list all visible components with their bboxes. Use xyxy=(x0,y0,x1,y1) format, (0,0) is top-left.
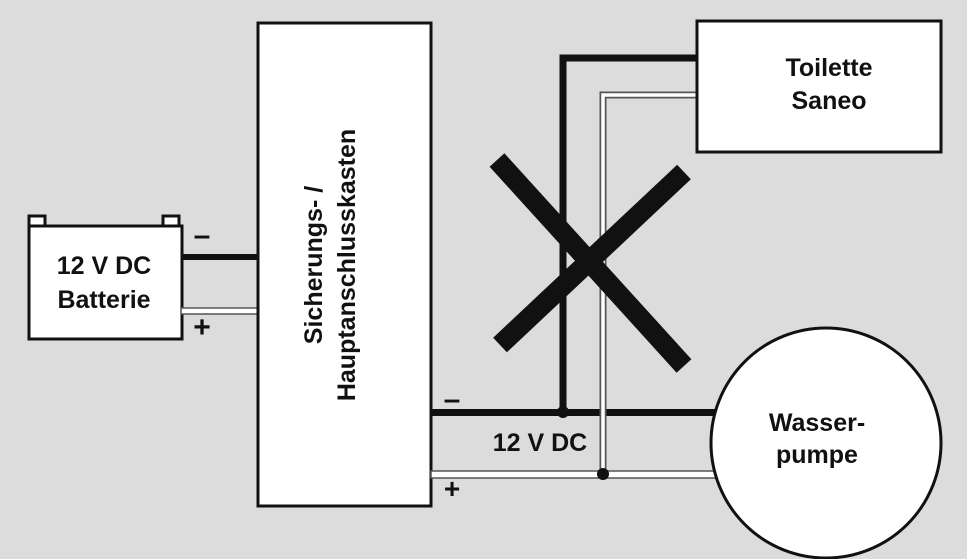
fuse-box-label-line2: Hauptanschlusskasten xyxy=(333,129,361,401)
battery-minus-wire xyxy=(181,254,259,260)
pump-label-line2: pumpe xyxy=(776,441,858,469)
toilet-plus-wire xyxy=(601,93,699,474)
pump-label-line1: Wasser- xyxy=(769,409,865,437)
output-voltage-label: 12 V DC xyxy=(493,429,587,457)
junction-dot-minus xyxy=(557,406,569,418)
battery-wires xyxy=(180,254,260,315)
fuse-box-outline xyxy=(256,21,433,508)
toilet-box xyxy=(695,19,943,154)
battery: 12 V DC Batterie – + xyxy=(27,214,211,344)
toilet-label-line2: Saneo xyxy=(791,87,866,115)
cross-out-x-icon xyxy=(489,153,692,373)
battery-label-line1: 12 V DC xyxy=(57,252,151,280)
battery-label-line2: Batterie xyxy=(57,286,150,314)
junction-dot-plus xyxy=(597,468,609,480)
output-plus-wire xyxy=(430,470,723,479)
toilet: Toilette Saneo xyxy=(695,19,943,154)
fuse-box-label-line1: Sicherungs- / xyxy=(300,186,328,344)
water-pump: Wasser- pumpe xyxy=(709,326,943,559)
battery-box xyxy=(27,224,184,341)
battery-plus-label: + xyxy=(193,311,211,344)
output-plus-label: + xyxy=(444,473,460,504)
output-wires: – + 12 V DC xyxy=(430,383,723,504)
output-minus-wire xyxy=(431,409,722,416)
toilet-label-line1: Toilette xyxy=(785,54,872,82)
fuse-box: Sicherungs- / Hauptanschlusskasten xyxy=(256,21,433,508)
pump-circle xyxy=(709,326,943,559)
battery-plus-wire xyxy=(180,307,260,315)
cross-stroke-2 xyxy=(493,164,691,353)
output-minus-label: – xyxy=(444,383,461,416)
battery-minus-label: – xyxy=(194,219,211,252)
